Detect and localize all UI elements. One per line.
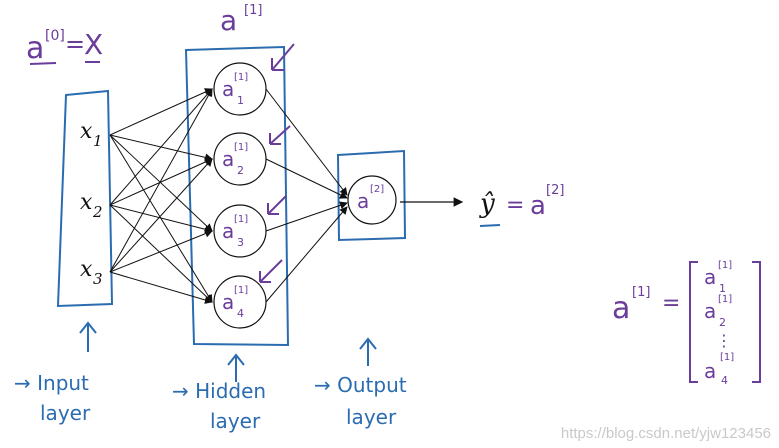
hidden-layer-box — [184, 45, 290, 347]
svg-text:3: 3 — [93, 270, 103, 288]
svg-text:layer: layer — [40, 401, 91, 425]
vector-entry-2: a [1] 2 — [704, 294, 732, 329]
svg-text:[1]: [1] — [234, 214, 248, 225]
svg-text:[1]: [1] — [718, 260, 732, 271]
input-layer-box — [56, 89, 114, 308]
hidden-label-base: a — [220, 4, 237, 37]
input-layer-caption: → Input layer — [14, 321, 97, 425]
output-equation: ŷ = a [2] — [479, 183, 564, 227]
svg-text:2: 2 — [92, 203, 103, 221]
input-x2: x 2 — [80, 190, 103, 221]
vector-entry-1: a [1] 1 — [704, 260, 732, 295]
svg-text:layer: layer — [346, 405, 397, 429]
svg-text:1: 1 — [719, 282, 726, 295]
svg-text:a: a — [222, 77, 234, 101]
eq-underline-a — [29, 62, 57, 65]
y-hat-underline — [479, 224, 501, 227]
svg-text:4: 4 — [237, 307, 244, 320]
eq-a0-sup: [0] — [45, 28, 65, 44]
svg-text:layer: layer — [210, 409, 261, 433]
svg-text:→ Input: → Input — [14, 371, 89, 395]
svg-text:[1]: [1] — [234, 142, 248, 153]
vector-equals: = — [662, 291, 680, 316]
svg-text:=: = — [506, 193, 524, 218]
svg-text:[1]: [1] — [720, 352, 734, 363]
svg-text:a: a — [704, 359, 716, 383]
eq-x: X — [84, 28, 103, 61]
eq-a0-base: a — [26, 31, 44, 66]
svg-text:4: 4 — [721, 374, 728, 387]
svg-text:2: 2 — [237, 164, 244, 177]
svg-text:a: a — [222, 290, 234, 314]
output-layer-caption: → Output layer — [314, 337, 407, 429]
vector-entry-4: a [1] 4 — [704, 352, 734, 387]
svg-text:3: 3 — [237, 236, 244, 249]
output-node: a [2] — [347, 175, 397, 225]
svg-text:a: a — [222, 219, 234, 243]
svg-text:2: 2 — [719, 316, 726, 329]
vector-entry-ellipsis: ⋮ — [716, 331, 732, 350]
input-equation: a [0] = X — [26, 28, 103, 66]
vector-lhs-sup: [1] — [632, 285, 650, 300]
svg-text:a: a — [357, 189, 369, 213]
hidden-vector: a [1] = a [1] 1 a [1] 2 ⋮ a [1] 4 — [612, 260, 761, 387]
input-x3: x 3 — [80, 257, 103, 288]
svg-text:→ Output: → Output — [314, 373, 407, 397]
hidden-label-sup: [1] — [244, 3, 262, 18]
svg-text:[2]: [2] — [370, 184, 384, 195]
hidden-node-2: a [1] 2 — [213, 132, 267, 186]
hidden-node-4: a [1] 4 — [213, 275, 267, 329]
svg-text:1: 1 — [93, 132, 103, 150]
svg-text:1: 1 — [237, 94, 244, 107]
input-hidden-connections — [109, 88, 213, 304]
hidden-node-1: a [1] 1 — [213, 62, 267, 116]
vector-lhs: a — [612, 291, 630, 326]
svg-text:a: a — [704, 265, 716, 289]
hidden-node-3: a [1] 3 — [213, 204, 267, 258]
svg-text:a: a — [222, 147, 234, 171]
hidden-layer-caption: → Hidden layer — [172, 353, 266, 433]
svg-text:[2]: [2] — [546, 183, 564, 198]
output-layer-box — [336, 149, 407, 242]
hidden-output-connections — [265, 88, 348, 303]
eq-equals: = — [65, 30, 85, 58]
svg-text:[1]: [1] — [234, 72, 248, 83]
svg-text:x: x — [80, 119, 93, 144]
hidden-node-pointer-arrows — [259, 43, 295, 283]
svg-text:[1]: [1] — [718, 294, 732, 305]
svg-text:→ Hidden: → Hidden — [172, 379, 266, 403]
input-x1: x 1 — [80, 119, 103, 150]
svg-text:[1]: [1] — [234, 285, 248, 296]
vector-right-bracket — [752, 261, 761, 383]
y-hat: ŷ — [479, 189, 495, 219]
svg-text:x: x — [80, 190, 93, 215]
hidden-layer-label: a [1] — [220, 3, 262, 37]
svg-text:x: x — [80, 257, 93, 282]
svg-text:a: a — [530, 191, 546, 221]
vector-left-bracket — [689, 261, 698, 383]
svg-text:a: a — [704, 299, 716, 323]
watermark: https://blog.csdn.net/yjw123456 — [560, 425, 771, 442]
